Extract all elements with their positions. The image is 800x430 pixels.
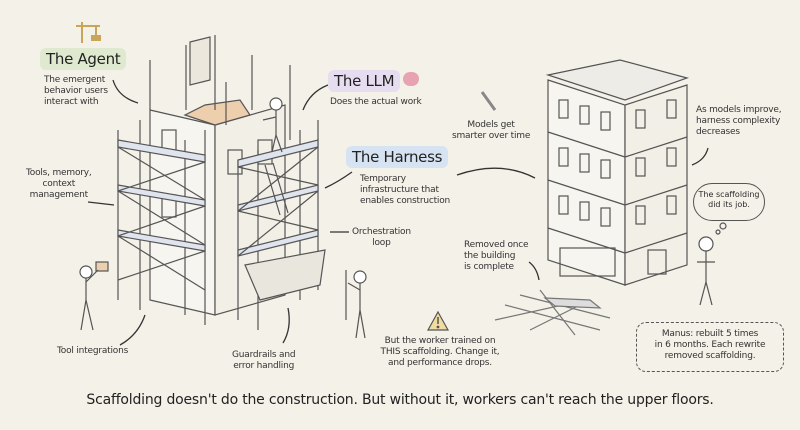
orchestration-label: Orchestration loop [352,227,411,248]
llm-description: Does the actual work [330,97,422,107]
finished-building [545,59,690,286]
harness-description: Temporary infrastructure that enables co… [360,174,451,206]
thought-bubble: The scaffolding did its job. [693,183,765,221]
models-smarter-label: Models get smarter over time [452,120,531,141]
agent-description: The emergent behavior users interact wit… [44,75,108,107]
removed-label: Removed once the building is complete [464,240,529,272]
llm-label: The LLM [328,70,401,92]
scaffold-right [237,120,326,330]
guardrails-label: Guardrails and error handling [232,350,296,371]
person-arms-crossed [697,222,727,306]
complexity-label: As models improve, harness complexity de… [696,105,782,137]
warning-icon [426,310,450,331]
wrench-icon [480,91,497,111]
brain-icon [403,72,419,86]
tools-memory-label: Tools, memory, context management [26,168,92,200]
crane-icon [76,22,101,43]
agent-label: The Agent [40,48,127,70]
manus-note: Manus: rebuilt 5 times in 6 months. Each… [636,322,784,372]
tool-integrations-label: Tool integrations [57,346,129,356]
worker-right [345,270,367,339]
caption: Scaffolding doesn't do the construction.… [86,392,714,408]
scaffold-pile [494,289,611,336]
scaffold-left [117,120,206,325]
warning-note: But the worker trained on THIS scaffoldi… [380,336,500,368]
worker-left [79,261,109,331]
harness-label: The Harness [346,146,449,168]
worker-top [262,97,283,153]
